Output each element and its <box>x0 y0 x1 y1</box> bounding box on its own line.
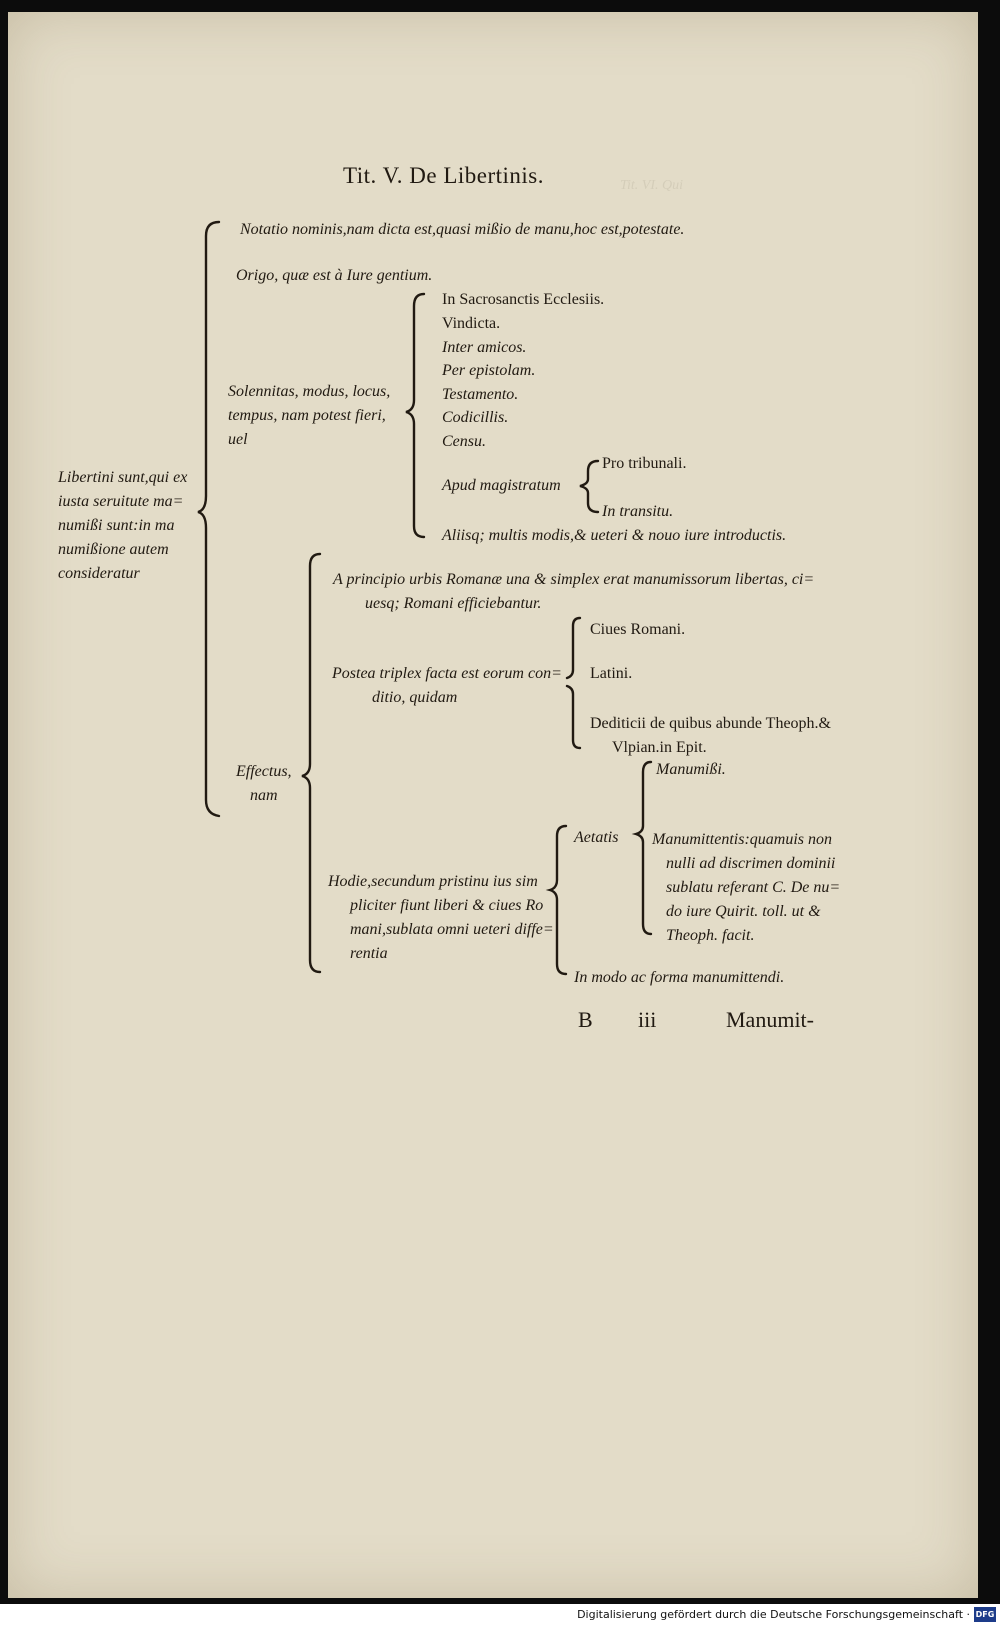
brace-postea-upper <box>565 616 582 680</box>
aetatis-label: Aetatis <box>574 829 619 846</box>
notatio-line: Notatio nominis,nam dicta est,quasi mißi… <box>240 221 685 238</box>
brace-hodie <box>545 824 568 976</box>
effectus-label-2: nam <box>250 787 278 804</box>
apud-magistratum: Apud magistratum <box>442 477 561 494</box>
signature-numeral: iii <box>638 1007 657 1032</box>
solennitas-label-2: tempus, nam potest fieri, <box>228 407 386 424</box>
solennitas-item-censu: Censu. <box>442 433 486 450</box>
brace-root <box>197 220 221 818</box>
root-line-1: Libertini sunt,qui ex <box>58 469 188 486</box>
manumissi-line: Manumißi. <box>656 761 726 778</box>
solennitas-item-ecclesiis: In Sacrosanctis Ecclesiis. <box>442 291 605 308</box>
solennitas-label-3: uel <box>228 431 248 448</box>
dediticii-line-1: Dediticii de quibus abunde Theoph.& <box>590 715 831 732</box>
manumittentis-line-4: do iure Quirit. toll. ut & <box>666 903 821 920</box>
brace-aetatis <box>631 760 653 936</box>
aliis-line: Aliisq; multis modis,& ueteri & nouo iur… <box>442 527 787 544</box>
manumittentis-line-1: Manumittentis:quamuis non <box>652 831 832 848</box>
manumittentis-line-5: Theoph. facit. <box>666 927 755 944</box>
footer-text: Digitalisierung gefördert durch die Deut… <box>577 1608 970 1621</box>
hodie-line-2: pliciter fiunt liberi & ciues Ro <box>350 897 544 914</box>
bleed-through-text: Tit. VI. Qui <box>620 178 684 193</box>
solennitas-item-codicillis: Codicillis. <box>442 409 509 426</box>
page-title: Tit. V. De Libertinis. <box>343 163 544 188</box>
apud-item-tribunali: Pro tribunali. <box>602 455 687 472</box>
dediticii-line-2: Vlpian.in Epit. <box>612 739 707 756</box>
postea-item-latini: Latini. <box>590 665 633 682</box>
postea-line-2: ditio, quidam <box>372 689 458 706</box>
manumittentis-line-3: sublatu referant C. De nu= <box>666 879 841 896</box>
brace-apud <box>579 459 600 514</box>
principio-line-2: uesq; Romani efficiebantur. <box>365 595 542 612</box>
book-page <box>8 12 978 1598</box>
hodie-line-3: mani,sublata omni ueteri diffe= <box>350 921 554 938</box>
dfg-logo: DFG <box>974 1607 996 1622</box>
hodie-line-4: rentia <box>350 945 388 962</box>
manumittentis-line-2: nulli ad discrimen dominii <box>666 855 836 872</box>
solennitas-item-testamento: Testamento. <box>442 386 519 403</box>
brace-postea-lower <box>565 684 582 750</box>
postea-item-ciues: Ciues Romani. <box>590 621 686 638</box>
brace-solennitas <box>405 292 426 539</box>
signature-letter: B <box>578 1007 593 1032</box>
root-line-2: iusta seruitute ma= <box>58 493 184 510</box>
brace-effectus <box>301 552 322 974</box>
root-line-5: consideratur <box>58 565 140 582</box>
effectus-label-1: Effectus, <box>236 763 292 780</box>
footer-bar: Digitalisierung gefördert durch die Deut… <box>0 1604 1000 1626</box>
root-line-3: numißi sunt:in ma <box>58 517 175 534</box>
principio-line-1: A principio urbis Romanæ una & simplex e… <box>333 571 815 588</box>
catchword: Manumit- <box>726 1007 814 1032</box>
root-line-4: numißione autem <box>58 541 169 558</box>
origo-line: Origo, quæ est à Iure gentium. <box>236 267 433 284</box>
apud-item-transitu: In transitu. <box>602 503 674 520</box>
solennitas-label-1: Solennitas, modus, locus, <box>228 383 391 400</box>
in-modo-line: In modo ac forma manumittendi. <box>574 969 785 986</box>
hodie-line-1: Hodie,secundum pristinu ius sim <box>328 873 538 890</box>
postea-line-1: Postea triplex facta est eorum con= <box>332 665 562 682</box>
solennitas-item-vindicta: Vindicta. <box>442 315 501 332</box>
solennitas-item-epistolam: Per epistolam. <box>442 362 536 379</box>
solennitas-item-amicos: Inter amicos. <box>442 339 527 356</box>
